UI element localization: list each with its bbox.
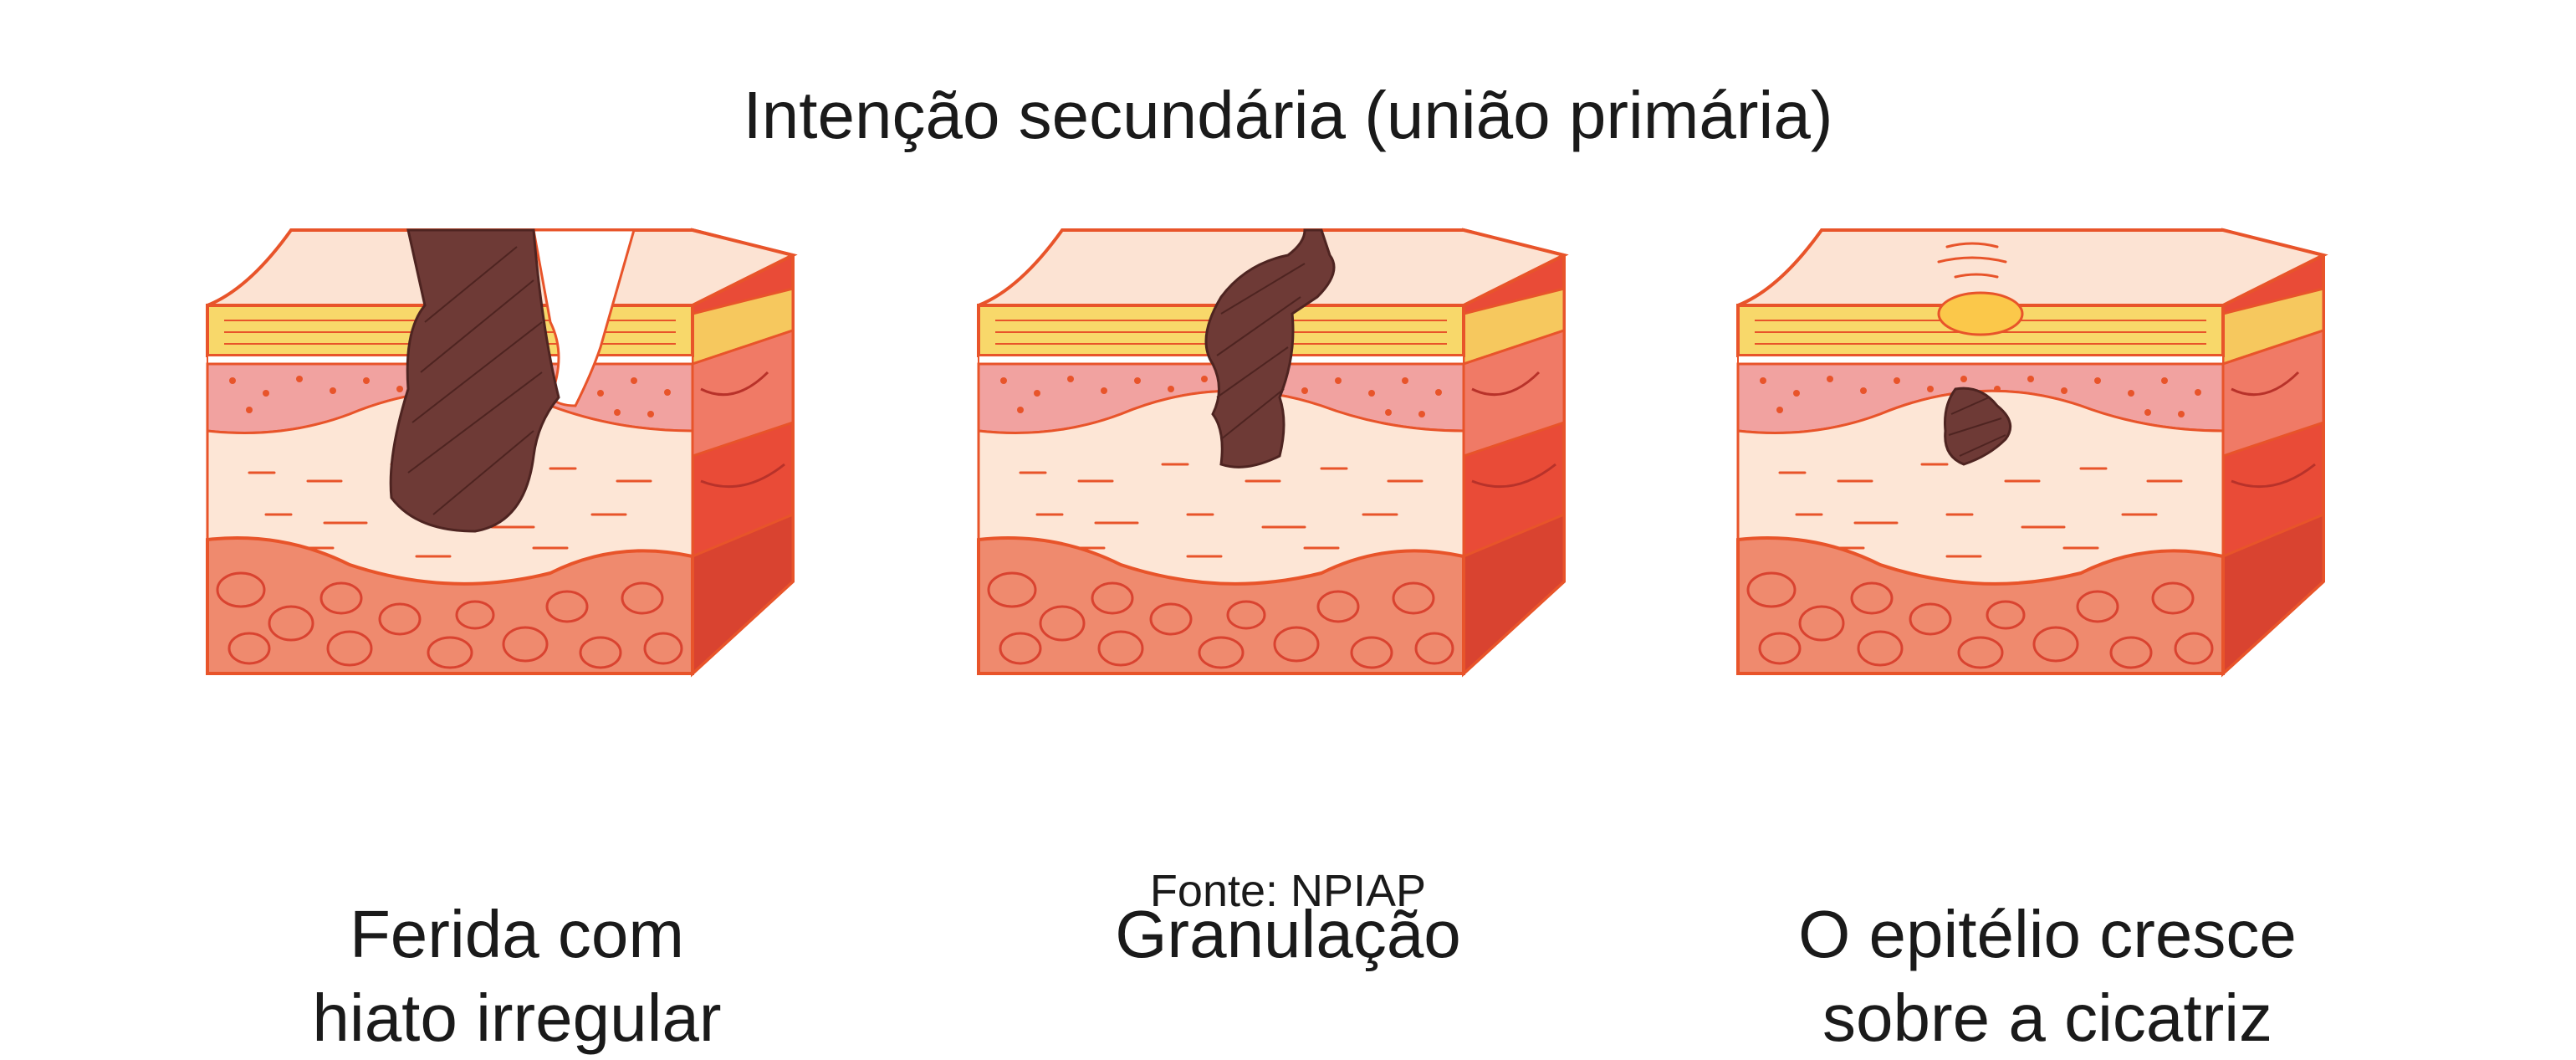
wound-tissue [389, 228, 560, 533]
panel-epithelium: O epitélio cresce sobre a cicatriz [1730, 205, 2365, 1055]
skin-block-illustration [977, 228, 1566, 675]
panel-wound-gap: Ferida com hiato irregular [199, 205, 835, 1055]
skin-block-illustration [206, 228, 795, 675]
panel-granulation: Granulação [970, 205, 1606, 971]
caption-line-2: sobre a cicatriz [1822, 981, 2272, 1055]
skin-block-illustration [1736, 228, 2325, 675]
source-note: Fonte: NPIAP [1149, 866, 1427, 916]
caption-line-2: hiato irregular [312, 981, 722, 1055]
diagram-title: Intenção secundária (união primária) [743, 78, 1833, 152]
